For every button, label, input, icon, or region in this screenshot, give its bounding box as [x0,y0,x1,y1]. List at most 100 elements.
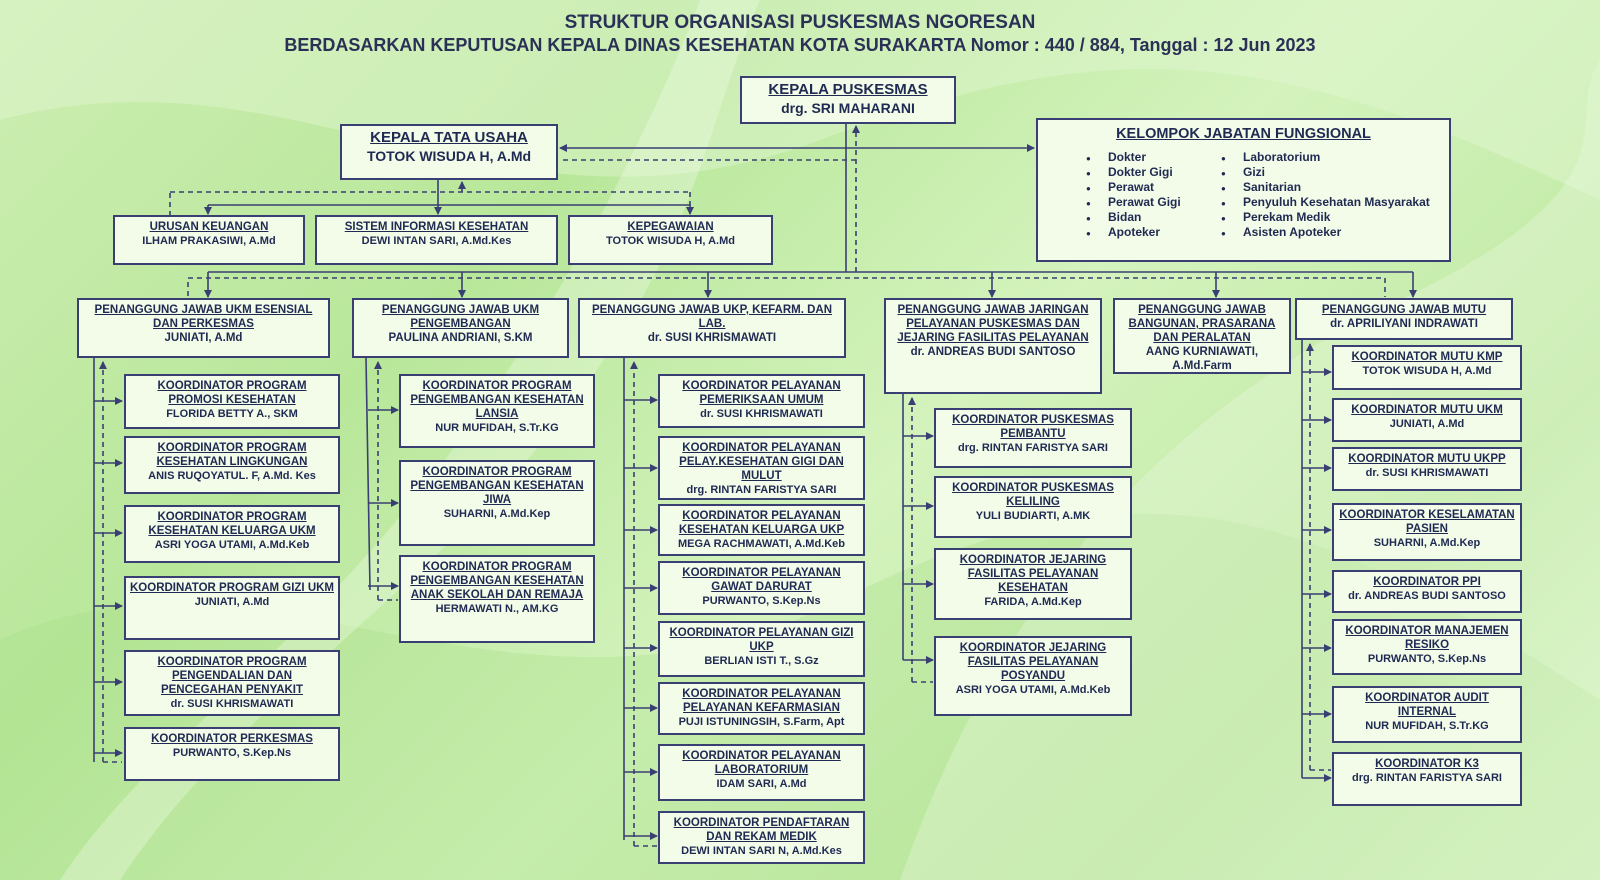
coordinator-box-person: dr. SUSI KHRISMAWATI [1365,467,1489,479]
coordinator-box-title: KOORDINATOR K3 [1375,758,1479,770]
coordinator-box: KOORDINATOR PROGRAM KESEHATAN KELUARGA U… [124,505,340,563]
coordinator-box-title: KOORDINATOR MUTU UKM [1351,404,1503,416]
coordinator-box-person: drg. RINTAN FARISTYA SARI [1352,772,1502,784]
coordinator-box-title: KOORDINATOR AUDIT INTERNAL [1365,692,1489,718]
coordinator-box: KOORDINATOR PELAYANAN GAWAT DARURAT PURWA… [658,561,865,615]
functional-item: Apoteker [1086,225,1181,241]
pj-box-person: dr. SUSI KHRISMAWATI [647,332,777,344]
coordinator-box: KOORDINATOR MUTU KMP TOTOK WISUDA H, A.Md [1332,345,1522,390]
pj-box-person: AANG KURNIAWATI, A.Md.Farm [1145,346,1259,372]
pj-box: PENANGGUNG JAWAB UKP, KEFARM. DAN LAB. dr… [578,298,846,358]
coordinator-box-title: KOORDINATOR PROGRAM PENGENDALIAN DAN PEN… [157,656,307,696]
coordinator-box-title: KOORDINATOR PUSKESMAS KELILING [952,482,1114,508]
chart-subtitle: BERDASARKAN KEPUTUSAN KEPALA DINAS KESEH… [284,35,1316,55]
coordinator-box-person: BERLIAN ISTI T., S.Gz [704,655,819,667]
coordinator-box-person: SUHARNI, A.Md.Kep [1373,537,1481,549]
coordinator-box-title: KOORDINATOR PELAYANAN GIZI UKP [669,627,854,653]
pj-box-title: PENANGGUNG JAWAB UKM PENGEMBANGAN [381,304,540,330]
coordinator-box-person: YULI BUDIARTI, A.MK [975,510,1091,522]
coordinator-box-title: KOORDINATOR JEJARING FASILITAS PELAYANAN… [959,554,1107,594]
pj-box-title: PENANGGUNG JAWAB UKM ESENSIAL DAN PERKES… [94,304,313,330]
coordinator-box-title: KOORDINATOR MUTU KMP [1351,351,1503,363]
coordinator-box-title: KOORDINATOR PELAYANAN GAWAT DARURAT [682,567,841,593]
coordinator-box-title: KOORDINATOR PROGRAM KESEHATAN KELUARGA U… [148,511,316,537]
coordinator-box-person: drg. RINTAN FARISTYA SARI [958,442,1108,454]
coordinator-box-person: drg. RINTAN FARISTYA SARI [686,484,837,496]
coordinator-box-person: HERMAWATI N., AM.KG [435,603,559,615]
coordinator-box-title: KOORDINATOR PERKESMAS [151,733,313,745]
coordinator-box-person: JUNIATI, A.Md [1389,418,1465,430]
functional-item: Perawat [1086,180,1181,196]
coordinator-box-person: IDAM SARI, A.Md [716,778,807,790]
coordinator-box: KOORDINATOR MUTU UKPP dr. SUSI KHRISMAWAT… [1332,447,1522,491]
functional-item: Dokter Gigi [1086,165,1181,181]
pj-box-title: PENANGGUNG JAWAB JARINGAN PELAYANAN PUSK… [897,304,1089,344]
pj-box-person: dr. APRILIYANI INDRAWATI [1330,318,1478,330]
coordinator-box-person: PURWANTO, S.Kep.Ns [702,595,821,607]
functional-item: Bidan [1086,210,1181,226]
coordinator-box: KOORDINATOR PROGRAM PENGEMBANGAN KESEHAT… [399,555,595,643]
admin-unit-box-person: DEWI INTAN SARI, A.Md.Kes [361,235,512,247]
functional-list-left: DokterDokter GigiPerawatPerawat GigiBida… [1086,150,1181,241]
functional-item: Sanitarian [1221,180,1430,196]
pj-box-person: JUNIATI, A.Md [164,332,243,344]
chart-title: STRUKTUR ORGANISASI PUSKESMAS NGORESAN [564,12,1036,33]
functional-item: Asisten Apoteker [1221,225,1430,241]
coordinator-box-title: KOORDINATOR PELAYANAN PELAYANAN KEFARMAS… [682,688,841,714]
coordinator-box-person: ANIS RUQOYATUL. F, A.Md. Kes [148,470,316,482]
functional-group-box: KELOMPOK JABATAN FUNGSIONAL DokterDokter… [1036,118,1451,262]
coordinator-box-title: KOORDINATOR KESELAMATAN PASIEN [1339,509,1515,535]
coordinator-box-title: KOORDINATOR MUTU UKPP [1348,453,1506,465]
functional-item: Dokter [1086,150,1181,166]
coordinator-box-title: KOORDINATOR PROGRAM PENGEMBANGAN KESEHAT… [410,380,584,420]
admin-unit-box-title: SISTEM INFORMASI KESEHATAN [344,221,529,233]
admin-unit-box: SISTEM INFORMASI KESEHATAN DEWI INTAN SAR… [315,215,558,265]
coordinator-box-person: PURWANTO, S.Kep.Ns [172,747,292,759]
admin-box-title: KEPALA TATA USAHA [370,129,528,146]
coordinator-box: KOORDINATOR PROGRAM PROMOSI KESEHATAN FLO… [124,374,340,429]
coordinator-box-title: KOORDINATOR JEJARING FASILITAS PELAYANAN… [959,642,1107,682]
coordinator-box-person: JUNIATI, A.Md [194,596,270,608]
functional-item: Laboratorium [1221,150,1430,166]
pj-box: PENANGGUNG JAWAB JARINGAN PELAYANAN PUSK… [884,298,1102,394]
coordinator-box-title: KOORDINATOR PROGRAM PROMOSI KESEHATAN [157,380,307,406]
coordinator-box-title: KOORDINATOR PENDAFTARAN DAN REKAM MEDIK [673,817,850,843]
head-box-title: KEPALA PUSKESMAS [768,81,928,98]
coordinator-box-person: SUHARNI, A.Md.Kep [443,508,551,520]
admin-unit-box-title: KEPEGAWAIAN [627,221,714,233]
pj-box: PENANGGUNG JAWAB BANGUNAN, PRASARANA DAN… [1113,298,1291,374]
coordinator-box: KOORDINATOR JEJARING FASILITAS PELAYANAN… [934,548,1132,620]
functional-item: Perekam Medik [1221,210,1430,226]
coordinator-box-person: NUR MUFIDAH, S.Tr.KG [435,422,559,434]
coordinator-box: KOORDINATOR PROGRAM PENGEMBANGAN KESEHAT… [399,460,595,546]
functional-group-title: KELOMPOK JABATAN FUNGSIONAL [1116,126,1371,142]
coordinator-box-person: dr. ANDREAS BUDI SANTOSO [1348,590,1506,602]
coordinator-box-person: TOTOK WISUDA H, A.Md [1362,365,1492,377]
coordinator-box-person: MEGA RACHMAWATI, A.Md.Keb [677,538,846,550]
admin-unit-box-person: TOTOK WISUDA H, A.Md [606,235,735,247]
functional-item: Perawat Gigi [1086,195,1181,211]
coordinator-box: KOORDINATOR PERKESMAS PURWANTO, S.Kep.Ns [124,727,340,781]
coordinator-box-person: ASRI YOGA UTAMI, A.Md.Keb [955,684,1111,696]
pj-box-title: PENANGGUNG JAWAB UKP, KEFARM. DAN LAB. [591,304,833,330]
coordinator-box: KOORDINATOR K3 drg. RINTAN FARISTYA SARI [1332,752,1522,806]
pj-box-person: dr. ANDREAS BUDI SANTOSO [910,346,1076,358]
admin-unit-box: KEPEGAWAIAN TOTOK WISUDA H, A.Md [568,215,773,265]
coordinator-box: KOORDINATOR PROGRAM KESEHATAN LINGKUNGAN… [124,436,340,494]
coordinator-box: KOORDINATOR MUTU UKM JUNIATI, A.Md [1332,398,1522,442]
functional-item: Gizi [1221,165,1430,181]
coordinator-box: KOORDINATOR PPI dr. ANDREAS BUDI SANTOSO [1332,570,1522,613]
coordinator-box-title: KOORDINATOR PELAYANAN PELAY.KESEHATAN GI… [679,442,844,482]
coordinator-box-person: FLORIDA BETTY A., SKM [166,408,298,420]
coordinator-box: KOORDINATOR PELAYANAN PELAYANAN KEFARMAS… [658,682,865,735]
coordinator-box-title: KOORDINATOR PPI [1373,576,1481,588]
coordinator-box-person: DEWI INTAN SARI N, A.Md.Kes [681,845,842,857]
